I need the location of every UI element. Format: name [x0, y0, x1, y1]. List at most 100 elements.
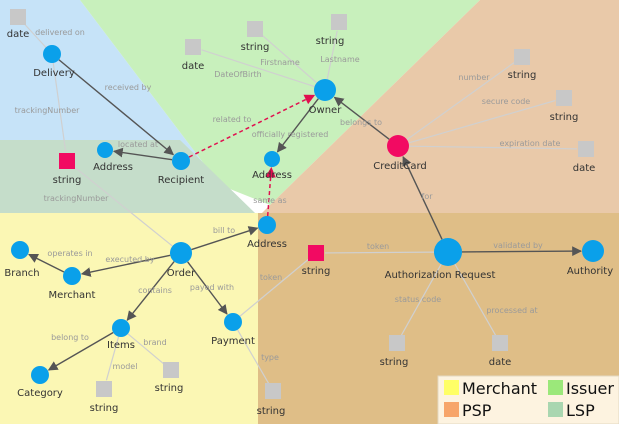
node-lit-string-last [331, 14, 347, 30]
edge-type [236, 329, 270, 384]
edge-label-for: for [422, 192, 434, 201]
edges-layer [23, 23, 582, 384]
node-label-authorization-request: Authorization Request [385, 270, 496, 281]
node-label-address-top: Address [93, 162, 133, 173]
node-address-mid [264, 151, 280, 167]
legend-label-merchant: Merchant [462, 379, 537, 398]
edge-located-at [112, 147, 173, 161]
node-label-lit-date-exp: date [573, 163, 596, 174]
node-label-authority: Authority [567, 266, 613, 277]
node-merchant [63, 267, 81, 285]
edge-tracking-number-2 [73, 166, 173, 247]
edge-same-as [265, 166, 276, 217]
edge-related-to [188, 94, 316, 158]
edge-label-tracking-number-2: trackingNumber [44, 194, 110, 203]
node-authority [582, 240, 604, 262]
legend-label-psp: PSP [462, 401, 492, 420]
node-label-credit-card: CreditCard [373, 161, 426, 172]
edge-label-located-at: located at [118, 140, 158, 149]
node-credit-card [387, 135, 409, 157]
legend-swatch-merchant [444, 380, 459, 395]
edge-label-officially-registered: officially registered [252, 130, 329, 139]
node-label-branch: Branch [4, 268, 39, 279]
edge-belong-to [47, 331, 114, 371]
node-delivery [43, 45, 61, 63]
edge-label-same-as: same as [253, 196, 286, 205]
edge-contains [126, 261, 175, 321]
edge-label-lastname: Lastname [320, 55, 359, 64]
node-label-lit-string-tracking: string [53, 175, 82, 186]
edge-label-token-auth: token [367, 242, 389, 251]
node-owner [314, 79, 336, 101]
node-lit-date-processed [492, 335, 508, 351]
edge-status-code [400, 263, 442, 336]
node-category [31, 366, 49, 384]
edge-processed-at [454, 263, 497, 336]
edge-firstname [261, 34, 318, 84]
node-lit-date-exp [578, 141, 594, 157]
edge-date-of-birth [201, 49, 315, 88]
edge-number [406, 61, 516, 141]
edge-label-belong-to: belong to [51, 333, 89, 342]
node-address-bill [258, 216, 276, 234]
legend: Merchant Issuer PSP LSP [437, 375, 619, 424]
node-lit-string-number [514, 49, 530, 65]
node-label-lit-string-model: string [90, 403, 119, 414]
node-lit-string-status [389, 335, 405, 351]
edge-belongs-to-card [333, 96, 390, 140]
region-issuer [80, 0, 480, 205]
node-label-lit-date-owner: date [182, 61, 205, 72]
node-lit-date-1 [10, 9, 26, 25]
node-label-lit-string-type: string [257, 406, 286, 417]
edge-expiration-date [408, 145, 578, 150]
edge-executed-by [80, 254, 171, 277]
node-branch [11, 241, 29, 259]
edge-delivered-on [23, 23, 47, 48]
edge-received-by [58, 59, 175, 156]
edge-label-operates-in: operates in [47, 249, 92, 258]
edge-label-received-by: received by [105, 83, 152, 92]
legend-label-issuer: Issuer [566, 379, 614, 398]
edge-payed-with [187, 261, 228, 315]
edge-label-tracking-number-1: trackingNumber [15, 106, 81, 115]
edge-officially-registered [276, 98, 319, 153]
edge-operates-in [28, 253, 65, 273]
node-label-address-bill: Address [247, 239, 287, 250]
node-label-address-mid: Address [252, 170, 292, 181]
edge-label-date-of-birth: DateOfBirth [214, 70, 261, 79]
node-label-payment: Payment [211, 336, 255, 347]
edge-label-delivered-on: delivered on [35, 28, 85, 37]
edge-label-type: type [261, 353, 279, 362]
node-lit-string-type [265, 383, 281, 399]
node-label-owner: Owner [309, 105, 343, 116]
edge-label-status-code: status code [395, 295, 441, 304]
node-label-lit-string-secure: string [550, 112, 579, 123]
edge-secure-code [408, 99, 556, 144]
node-label-lit-string-brand: string [155, 383, 184, 394]
node-label-lit-string-first: string [241, 42, 270, 53]
edge-tracking-number-1 [52, 62, 67, 153]
edge-label-related-to: related to [213, 115, 252, 124]
node-label-lit-date-processed: date [489, 357, 512, 368]
edge-label-firstname: Firstname [260, 58, 300, 67]
node-items [112, 319, 130, 337]
node-label-recipient: Recipient [158, 175, 205, 186]
node-label-lit-string-token: string [302, 266, 331, 277]
legend-swatch-issuer [548, 380, 563, 395]
edge-validated-by [461, 246, 582, 257]
node-lit-string-secure [556, 90, 572, 106]
edge-label-secure-code: secure code [482, 97, 531, 106]
node-address-top [97, 142, 113, 158]
node-lit-string-token [308, 245, 324, 261]
nodes-layer [10, 9, 604, 399]
node-label-lit-string-status: string [380, 357, 409, 368]
node-label-order: Order [167, 268, 196, 279]
node-payment [224, 313, 242, 331]
edge-label-executed-by: executed by [105, 255, 154, 264]
edge-lastname [326, 30, 338, 80]
edge-for [402, 155, 443, 240]
node-label-merchant: Merchant [49, 290, 96, 301]
edge-label-brand: brand [143, 338, 166, 347]
edge-label-payed-with: payed with [190, 283, 234, 292]
